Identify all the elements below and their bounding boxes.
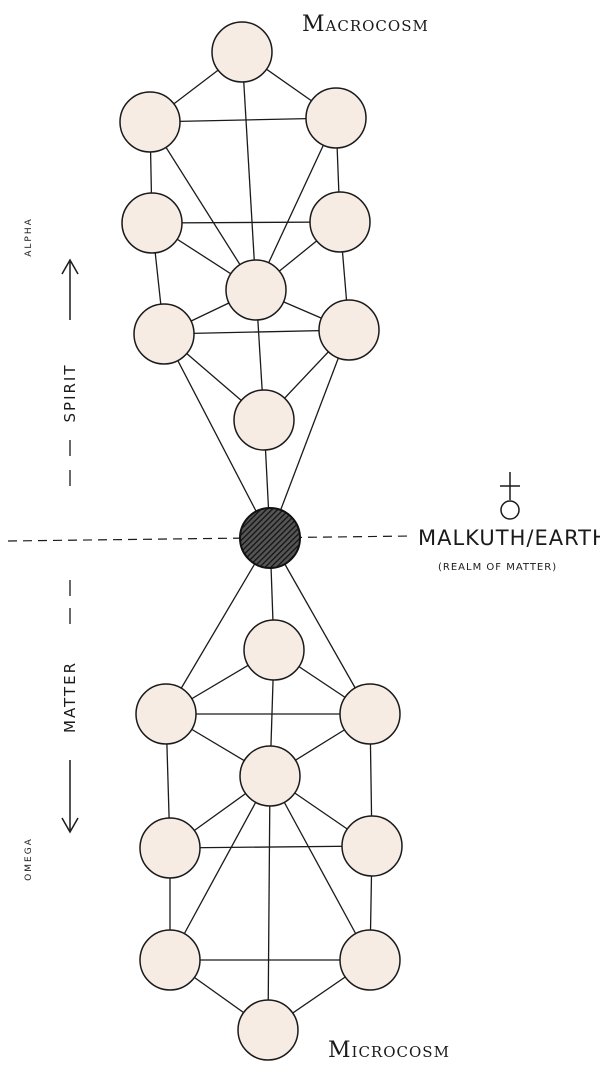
upper-node-6 xyxy=(225,259,287,321)
upper-node-4 xyxy=(121,192,183,254)
lower-node-5 xyxy=(139,817,201,879)
microcosm-title: Microcosm xyxy=(328,1038,450,1063)
lower-node-9 xyxy=(237,999,299,1061)
upper-node-1 xyxy=(211,21,273,83)
upper-node-3 xyxy=(305,87,367,149)
upper-node-5 xyxy=(309,191,371,253)
horizon-dashed-line xyxy=(7,535,413,542)
realm-of-matter-label: (REALM OF MATTER) xyxy=(438,562,558,573)
lower-node-4 xyxy=(239,745,301,807)
earth-planet-icon xyxy=(500,472,520,520)
nodes xyxy=(119,21,403,1061)
lower-node-2 xyxy=(135,683,197,745)
lower-node-7 xyxy=(139,929,201,991)
malkuth-earth-label: MALKUTH/EARTH xyxy=(418,526,600,550)
omega-label: OMEGA xyxy=(24,837,34,881)
spirit-label: SPIRIT xyxy=(61,363,79,423)
upper-node-2 xyxy=(119,91,181,153)
upper-node-9 xyxy=(233,389,295,451)
lower-node-6 xyxy=(341,815,403,877)
matter-label: MATTER xyxy=(61,661,79,733)
malkuth-node xyxy=(239,507,301,569)
alpha-label: ALPHA xyxy=(24,217,34,257)
macrocosm-title: Macrocosm xyxy=(302,12,429,37)
lower-node-8 xyxy=(339,929,401,991)
lower-node-1 xyxy=(243,619,305,681)
upper-node-7 xyxy=(133,303,195,365)
lower-node-3 xyxy=(339,683,401,745)
omega-arrow xyxy=(61,760,79,834)
alpha-arrow xyxy=(61,258,79,320)
upper-node-8 xyxy=(318,299,380,361)
